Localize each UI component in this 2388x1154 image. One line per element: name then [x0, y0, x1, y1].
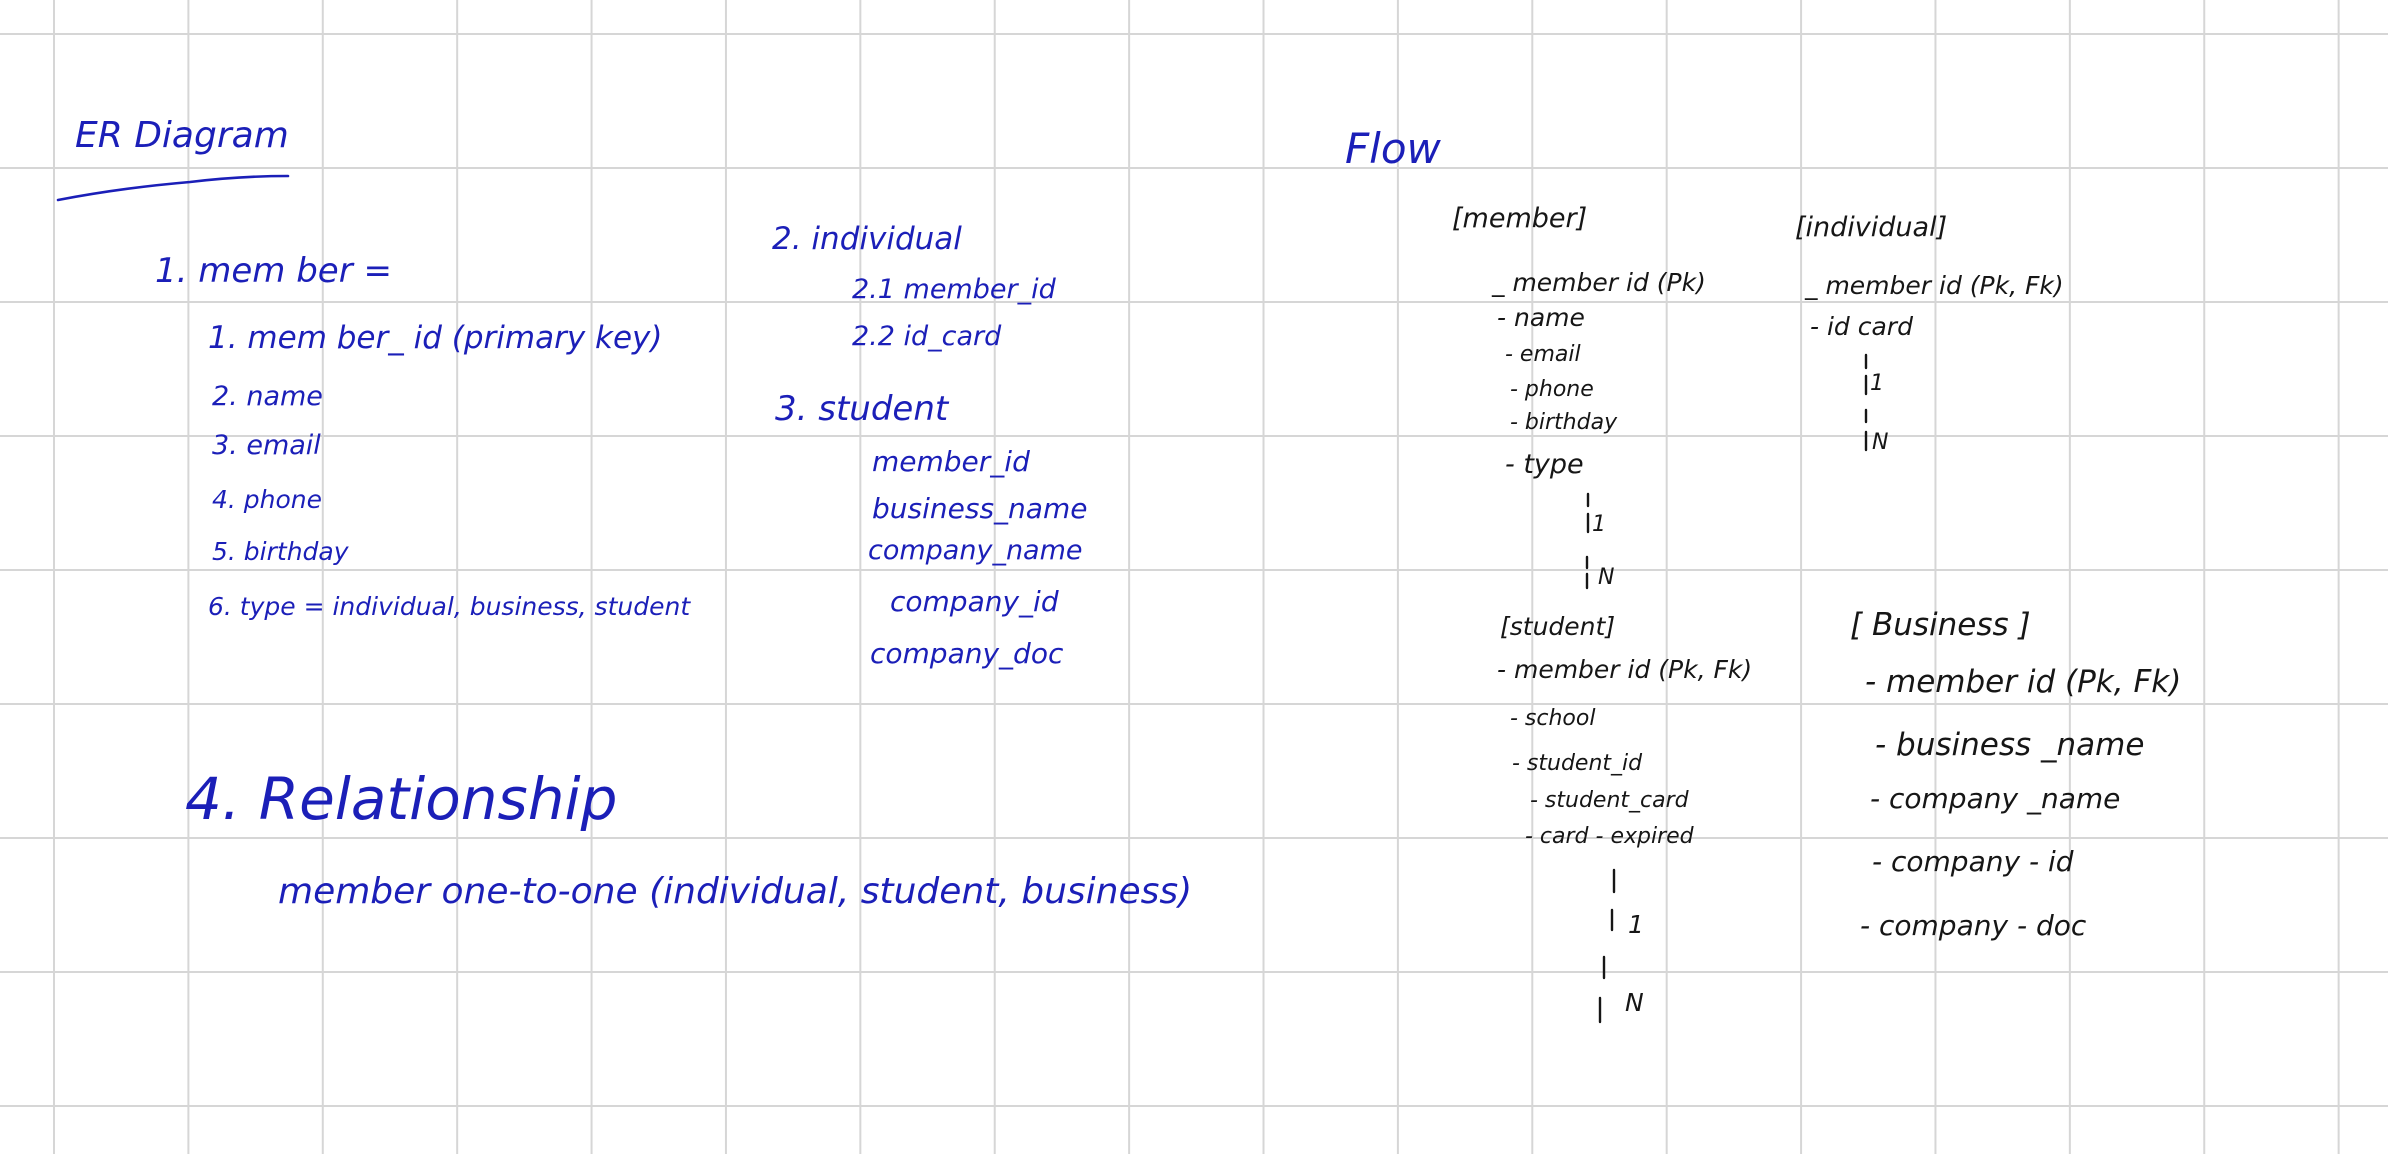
individual-attr-2: 2.2 id_card	[852, 321, 1002, 352]
flow-student-field-1: - member id (Pk, Fk)	[1497, 655, 1753, 684]
flow-member-field-3: - email	[1505, 342, 1581, 367]
student-heading: 3. student	[775, 389, 949, 429]
student-attr-1: member_id	[872, 445, 1030, 478]
flow-member-field-1: _ member id (Pk)	[1492, 268, 1706, 297]
title-underline	[56, 174, 290, 202]
relationship-text: member one-to-one (individual, student, …	[278, 871, 1193, 912]
flow-business-field-2: - business _name	[1875, 727, 2145, 763]
member-attr-4: 4. phone	[212, 485, 323, 514]
member-attr-2: 2. name	[212, 381, 323, 412]
student-connector	[1598, 868, 1616, 1024]
student-attr-3: company_name	[868, 535, 1083, 566]
flow-title: Flow	[1345, 124, 1441, 173]
flow-student-cardinality-many: N	[1625, 988, 1644, 1017]
flow-member-cardinality-many: N	[1598, 565, 1615, 590]
flow-business-field-1: - member id (Pk, Fk)	[1865, 664, 2182, 700]
flow-member-field-5: - birthday	[1510, 410, 1618, 435]
student-attr-4: company_id	[890, 585, 1059, 618]
flow-member-field-2: - name	[1497, 303, 1585, 332]
flow-student-field-4: - student_card	[1530, 788, 1689, 813]
flow-member-field-6: - type	[1505, 449, 1584, 480]
flow-student-field-3: - student_id	[1512, 751, 1643, 776]
flow-member-field-4: - phone	[1510, 377, 1594, 402]
member-attr-5: 5. birthday	[212, 537, 349, 566]
flow-individual-cardinality-one: 1	[1870, 371, 1884, 396]
member-attr-3: 3. email	[212, 430, 321, 461]
flow-individual-field-1: _ member id (Pk, Fk)	[1805, 271, 2064, 300]
member-heading: 1. mem ber =	[155, 251, 392, 291]
individual-heading: 2. individual	[772, 221, 962, 257]
flow-business-field-3: - company _name	[1870, 782, 2121, 815]
flow-member-cardinality-one: 1	[1592, 512, 1606, 537]
flow-business-field-5: - company - doc	[1860, 909, 2087, 942]
flow-business-label: [ Business ]	[1850, 607, 2031, 643]
relationship-heading: 4. Relationship	[185, 765, 618, 833]
student-attr-2: business_name	[872, 492, 1088, 525]
flow-business-field-4: - company - id	[1872, 845, 2074, 878]
flow-individual-label: [individual]	[1795, 212, 1948, 243]
flow-member-label: [member]	[1452, 203, 1588, 234]
flow-individual-field-2: - id card	[1810, 312, 1913, 341]
member-connector	[1585, 492, 1590, 590]
flow-individual-cardinality-many: N	[1872, 430, 1889, 455]
flow-student-field-2: - school	[1510, 706, 1596, 731]
member-attr-1: 1. mem ber_ id (primary key)	[208, 320, 663, 356]
individual-attr-1: 2.1 member_id	[852, 274, 1056, 305]
member-attr-6: 6. type = individual, business, student	[208, 592, 691, 621]
flow-student-field-5: - card - expired	[1525, 824, 1694, 849]
flow-student-cardinality-one: 1	[1628, 910, 1644, 939]
flow-student-label: [student]	[1500, 612, 1616, 641]
er-diagram-title: ER Diagram	[75, 115, 289, 156]
student-attr-5: company_doc	[870, 637, 1064, 670]
